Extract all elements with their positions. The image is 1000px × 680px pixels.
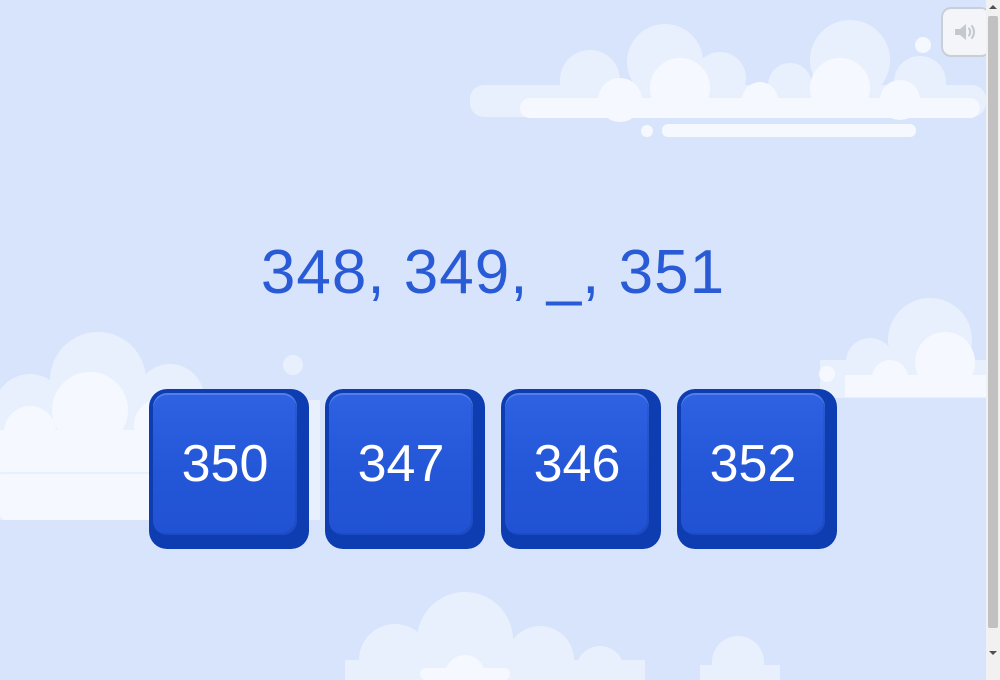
answer-label: 350 (181, 435, 269, 493)
answer-label: 352 (709, 435, 797, 493)
sequence-question: 348, 349, _, 351 (260, 238, 726, 307)
vertical-scrollbar[interactable] (986, 0, 1000, 680)
answer-button-face: 347 (329, 393, 473, 535)
answer-label: 347 (357, 435, 445, 493)
answer-button-1[interactable]: 350 (149, 389, 309, 549)
scroll-thumb[interactable] (988, 16, 998, 628)
answer-button-4[interactable]: 352 (677, 389, 837, 549)
speaker-icon (955, 24, 975, 40)
sound-button[interactable] (941, 7, 986, 57)
answer-button-face: 352 (681, 393, 825, 535)
scroll-down-icon[interactable] (986, 646, 1000, 660)
answer-button-face: 346 (505, 393, 649, 535)
answer-label: 346 (533, 435, 621, 493)
answer-button-face: 350 (153, 393, 297, 535)
answer-button-3[interactable]: 346 (501, 389, 661, 549)
answer-options: 350 347 346 352 (149, 389, 837, 549)
answer-button-2[interactable]: 347 (325, 389, 485, 549)
scroll-up-icon[interactable] (986, 0, 1000, 14)
